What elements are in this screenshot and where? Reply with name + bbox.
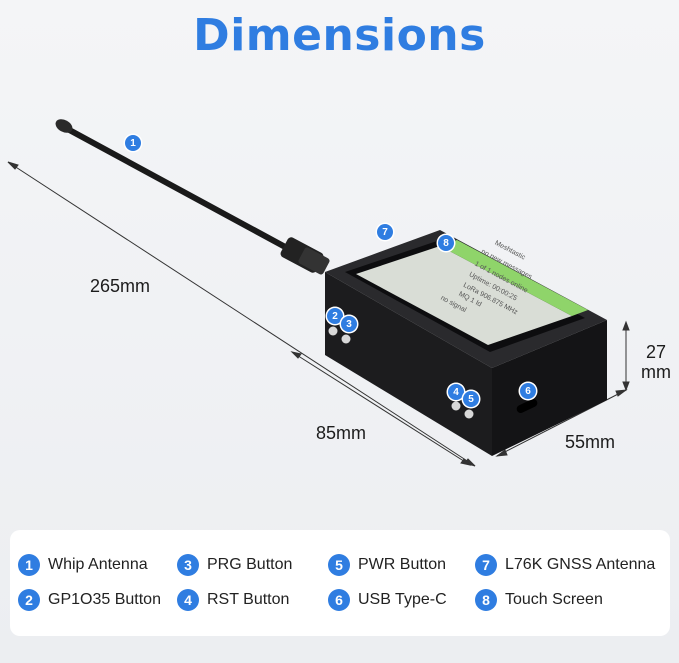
legend-item-6: 6 USB Type-C	[328, 589, 447, 611]
callout-3: 3	[341, 316, 357, 332]
legend-label-1: Whip Antenna	[48, 556, 148, 573]
dimension-label-27-text: 27mm	[641, 342, 671, 382]
dimension-line-85	[290, 351, 472, 466]
dimension-line-265	[7, 161, 476, 467]
legend-item-3: 3 PRG Button	[177, 554, 292, 576]
dimension-label-265: 265mm	[90, 276, 151, 296]
legend-label-8: Touch Screen	[505, 591, 603, 608]
legend-item-4: 4 RST Button	[177, 589, 289, 611]
dimension-label-55: 55mm	[565, 432, 616, 452]
legend-panel: 1 Whip Antenna 2 GP1O35 Button 3 PRG But…	[10, 530, 670, 636]
legend-badge-4: 4	[177, 589, 199, 611]
legend-badge-3: 3	[177, 554, 199, 576]
legend-label-4: RST Button	[207, 591, 290, 608]
legend-item-7: 7 L76K GNSS Antenna	[475, 554, 655, 576]
legend-label-3: PRG Button	[207, 556, 293, 573]
legend-item-1: 1 Whip Antenna	[18, 554, 148, 576]
callout-4: 4	[448, 384, 464, 400]
dimension-line-27	[622, 320, 630, 392]
callout-2: 2	[327, 308, 343, 324]
callout-1: 1	[125, 135, 141, 151]
page-title: Dimensions	[193, 10, 486, 61]
legend-item-2: 2 GP1O35 Button	[18, 589, 161, 611]
legend-badge-7: 7	[475, 554, 497, 576]
legend-badge-1: 1	[18, 554, 40, 576]
legend-badge-2: 2	[18, 589, 40, 611]
legend-badge-6: 6	[328, 589, 350, 611]
dimension-label-85: 85mm	[316, 423, 367, 443]
legend-label-6: USB Type-C	[358, 591, 447, 608]
legend-item-8: 8 Touch Screen	[475, 589, 603, 611]
legend-badge-5: 5	[328, 554, 350, 576]
legend-label-2: GP1O35 Button	[48, 591, 161, 608]
device-body	[325, 230, 607, 456]
legend-item-5: 5 PWR Button	[328, 554, 446, 576]
callout-8: 8	[438, 235, 454, 251]
whip-antenna	[55, 119, 330, 275]
dimension-label-27: 27mm	[636, 342, 676, 382]
legend-label-7: L76K GNSS Antenna	[505, 556, 656, 573]
device-drawing: Meshtastic no new messages 1 of 1 nodes …	[7, 119, 630, 467]
legend-label-5: PWR Button	[358, 556, 447, 573]
product-illustration: Meshtastic no new messages 1 of 1 nodes …	[7, 119, 676, 467]
callout-6: 6	[520, 383, 536, 399]
legend-badge-8: 8	[475, 589, 497, 611]
callout-7: 7	[377, 224, 393, 240]
callout-5: 5	[463, 391, 479, 407]
